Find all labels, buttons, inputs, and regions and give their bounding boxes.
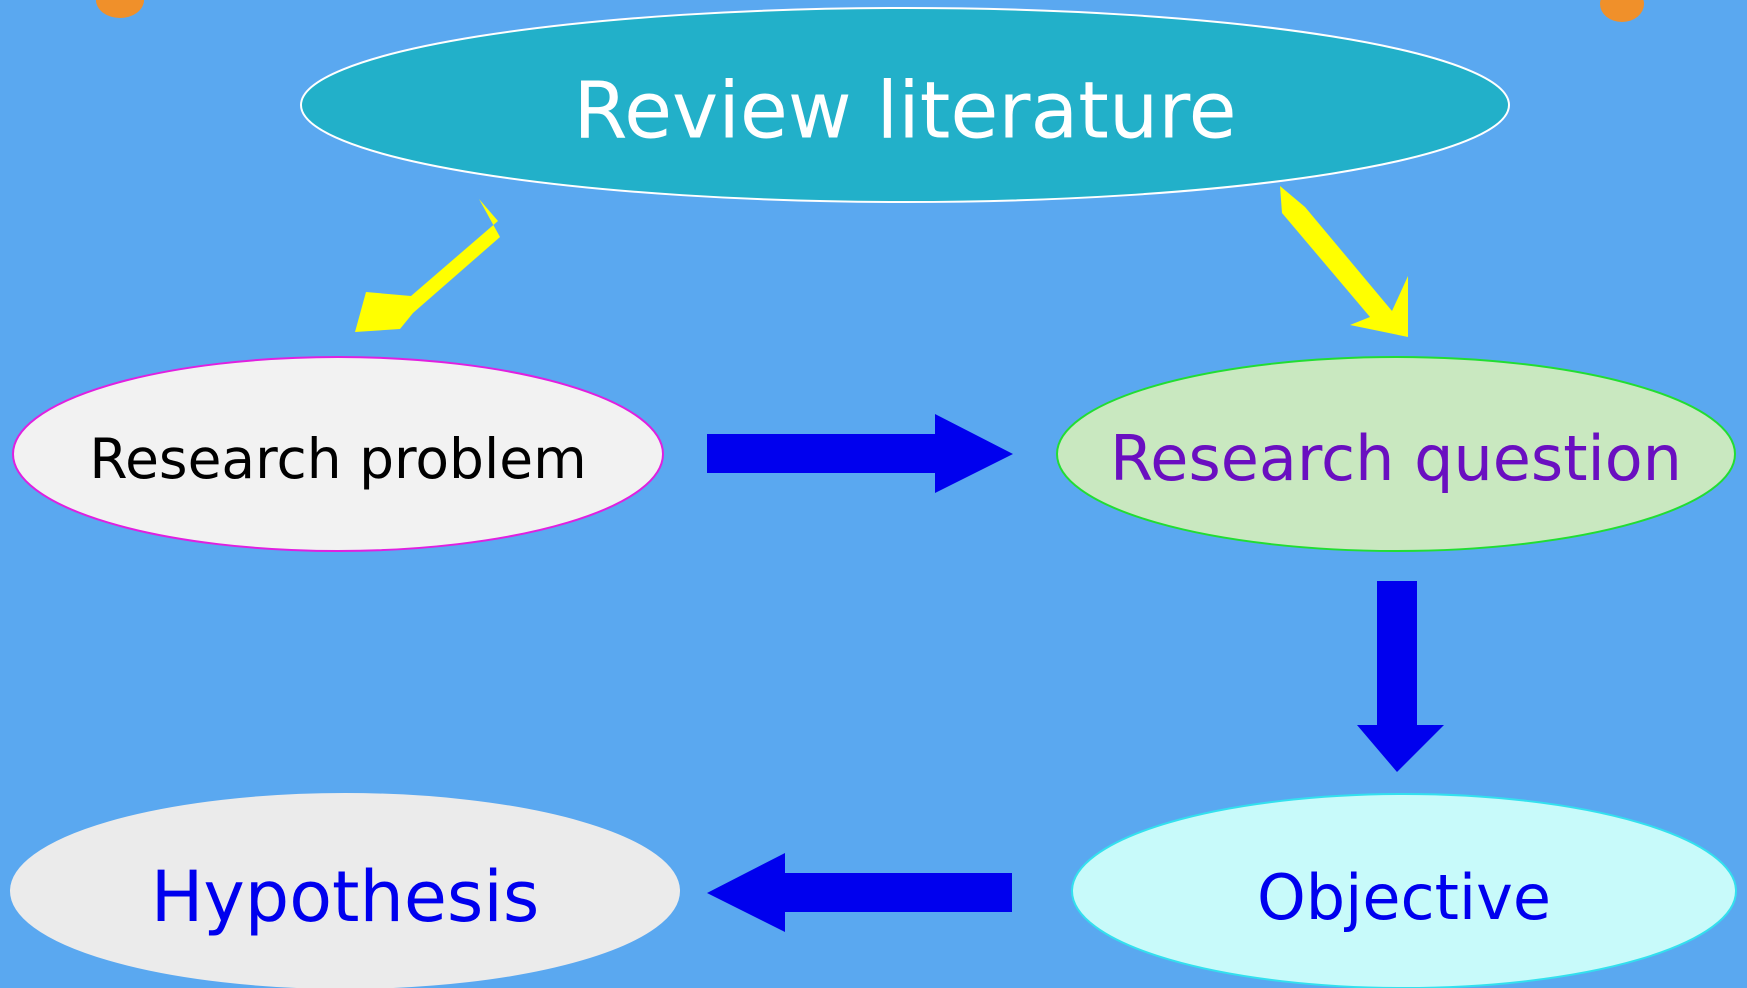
node-research-problem-label: Research problem — [89, 427, 586, 491]
node-review-literature: Review literature — [300, 7, 1510, 203]
node-objective: Objective — [1071, 793, 1737, 988]
node-research-problem: Research problem — [12, 356, 664, 552]
node-objective-label: Objective — [1257, 861, 1551, 934]
node-research-question-label: Research question — [1110, 422, 1682, 495]
corner-decoration-right — [1600, 0, 1644, 22]
node-hypothesis-label: Hypothesis — [151, 856, 540, 938]
corner-decoration-left — [96, 0, 144, 18]
node-review-literature-label: Review literature — [573, 66, 1236, 156]
arrow-objective-to-hypothesis — [707, 853, 1012, 932]
arrow-problem-to-question — [707, 414, 1013, 493]
arrow-question-to-objective — [1357, 581, 1444, 772]
arrow-review-to-question — [1280, 186, 1408, 337]
node-research-question: Research question — [1056, 356, 1736, 552]
arrow-review-to-problem — [355, 199, 500, 332]
node-hypothesis: Hypothesis — [10, 793, 680, 988]
